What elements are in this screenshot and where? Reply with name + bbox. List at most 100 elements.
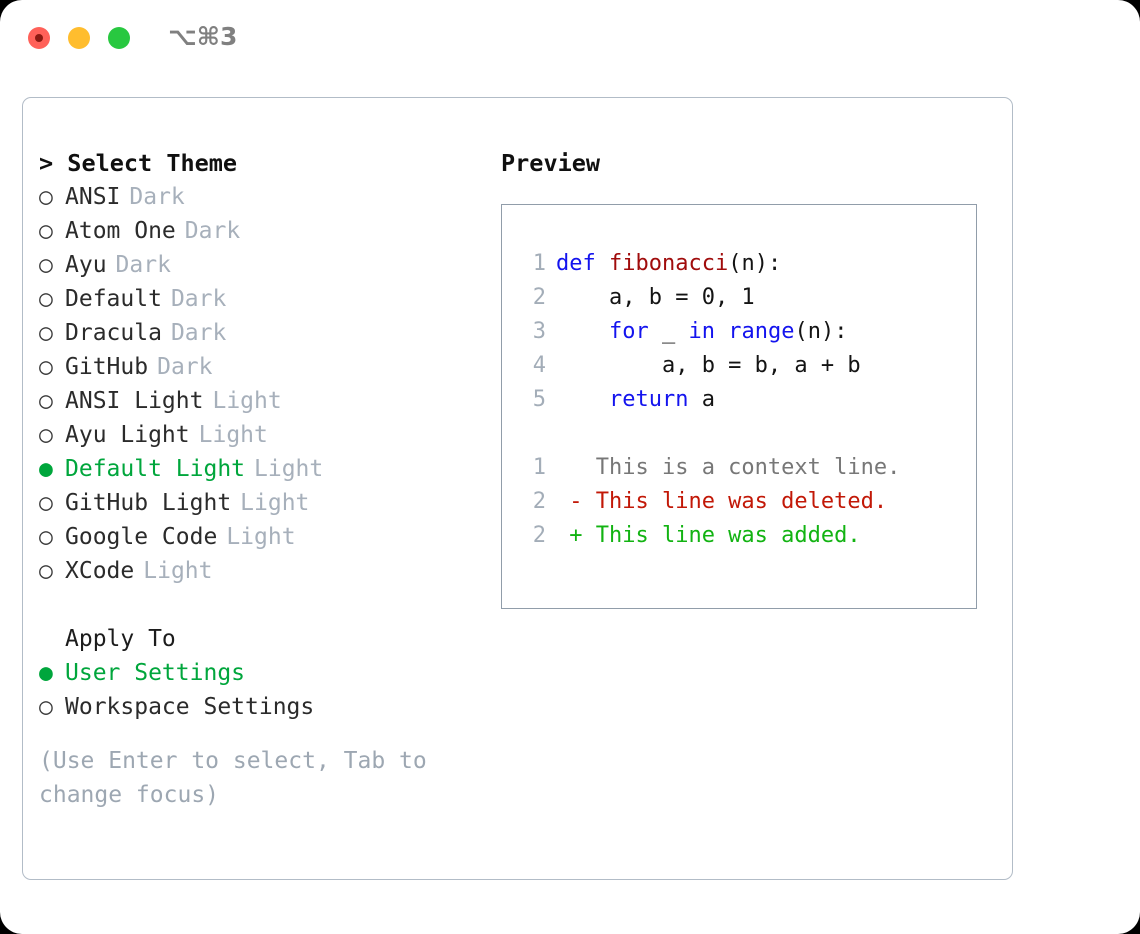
code-token: (n): <box>794 319 848 344</box>
line-number: 1 <box>532 455 546 480</box>
theme-option-label: Google Code <box>65 524 218 550</box>
apply-to-option-label: User Settings <box>65 660 246 686</box>
close-button[interactable] <box>28 27 50 49</box>
theme-option-tag: Light <box>212 388 282 414</box>
theme-option-tag: Light <box>143 558 213 584</box>
window-title: ⌥⌘3 <box>168 22 238 51</box>
code-token: in <box>688 319 715 344</box>
theme-option-tag: Dark <box>184 218 241 244</box>
select-theme-header: > Select Theme <box>39 149 238 177</box>
line-number: 2 <box>532 523 546 548</box>
apply-to-option-workspace-settings[interactable]: ○Workspace Settings <box>39 690 499 724</box>
diff-line: 1 This is a context line. <box>502 451 976 485</box>
preview-title: Preview <box>501 149 601 177</box>
theme-option-tag: Dark <box>115 252 171 278</box>
code-token <box>556 387 609 412</box>
theme-option-default[interactable]: ○ Default Dark <box>39 282 499 316</box>
code-line: 2 a, b = 0, 1 <box>502 281 976 315</box>
theme-option-xcode[interactable]: ○ XCode Light <box>39 554 499 588</box>
code-token: a, b = b, a + b <box>556 353 861 378</box>
minimize-button[interactable] <box>68 27 90 49</box>
radio-unselected-icon: ○ <box>39 320 53 346</box>
diff-line: 2 + This line was added. <box>502 519 976 553</box>
list-spacer <box>39 588 499 622</box>
code-token: - This line was deleted. <box>556 489 888 514</box>
diff-line: 2 - This line was deleted. <box>502 485 976 519</box>
apply-to-list: ● User Settings ○Workspace Settings <box>39 656 499 724</box>
theme-option-ayu-light[interactable]: ○ Ayu Light Light <box>39 418 499 452</box>
apply-to-header: Apply To <box>65 626 176 652</box>
theme-option-label: Atom One <box>65 218 176 244</box>
line-number: 3 <box>532 319 546 344</box>
radio-unselected-icon: ○ <box>39 524 53 550</box>
radio-unselected-icon: ○ <box>39 558 53 584</box>
code-token: (n): <box>728 251 782 276</box>
theme-option-label: ANSI Light <box>65 388 204 414</box>
diff-sample: 1 This is a context line.2 - This line w… <box>502 451 976 553</box>
code-token: _ <box>648 319 689 344</box>
code-token: return <box>608 387 689 412</box>
code-token: This is a context line. <box>556 455 901 480</box>
code-line: 3 for _ in range(n): <box>502 315 976 349</box>
apply-to-option-user-settings[interactable]: ● User Settings <box>39 656 499 690</box>
theme-option-google-code[interactable]: ○ Google Code Light <box>39 520 499 554</box>
zoom-button[interactable] <box>108 27 130 49</box>
theme-option-label: Ayu Light <box>65 422 190 448</box>
line-number: 2 <box>532 285 546 310</box>
theme-option-tag: Dark <box>170 320 227 346</box>
code-token: a <box>688 387 715 412</box>
code-token: for <box>608 319 649 344</box>
radio-selected-icon: ● <box>39 456 53 482</box>
code-token: + This line was added. <box>556 523 861 548</box>
theme-option-label: Default Light <box>65 456 246 482</box>
theme-option-default-light[interactable]: ● Default Light Light <box>39 452 499 486</box>
code-token: fibonacci <box>608 251 729 276</box>
theme-option-label: Default <box>65 286 162 312</box>
theme-option-tag: Light <box>240 490 310 516</box>
theme-option-tag: Light <box>198 422 268 448</box>
line-number: 4 <box>532 353 546 378</box>
close-icon <box>35 34 43 42</box>
code-token <box>715 319 728 344</box>
theme-option-ansi-light[interactable]: ○ ANSI Light Light <box>39 384 499 418</box>
theme-option-label: XCode <box>65 558 135 584</box>
radio-unselected-icon: ○ <box>39 422 53 448</box>
theme-option-label: Dracula <box>65 320 162 346</box>
theme-option-tag: Dark <box>170 286 227 312</box>
code-line: 4 a, b = b, a + b <box>502 349 976 383</box>
radio-selected-icon: ● <box>39 660 53 686</box>
radio-unselected-icon: ○ <box>39 694 53 720</box>
code-token <box>556 319 609 344</box>
theme-option-dracula[interactable]: ○ Dracula Dark <box>39 316 499 350</box>
theme-option-tag: Light <box>226 524 296 550</box>
theme-option-tag: Dark <box>157 354 213 380</box>
theme-option-atom-one[interactable]: ○ Atom One Dark <box>39 214 499 248</box>
code-token: range <box>728 319 795 344</box>
radio-unselected-icon: ○ <box>39 252 53 278</box>
radio-unselected-icon: ○ <box>39 286 53 312</box>
radio-unselected-icon: ○ <box>39 388 53 414</box>
theme-option-ayu[interactable]: ○ Ayu Dark <box>39 248 499 282</box>
line-number: 1 <box>532 251 546 276</box>
keyboard-hint: (Use Enter to select, Tab to change focu… <box>39 748 427 808</box>
line-number: 2 <box>532 489 546 514</box>
code-line: 5 return a <box>502 383 976 417</box>
radio-unselected-icon: ○ <box>39 354 53 380</box>
radio-unselected-icon: ○ <box>39 184 53 210</box>
theme-option-tag: Dark <box>129 184 185 210</box>
radio-unselected-icon: ○ <box>39 218 53 244</box>
theme-option-label: GitHub Light <box>65 490 232 516</box>
title-bar: ⌥⌘3 <box>0 0 1140 78</box>
theme-option-label: Ayu <box>65 252 107 278</box>
theme-option-tag: Light <box>254 456 324 482</box>
